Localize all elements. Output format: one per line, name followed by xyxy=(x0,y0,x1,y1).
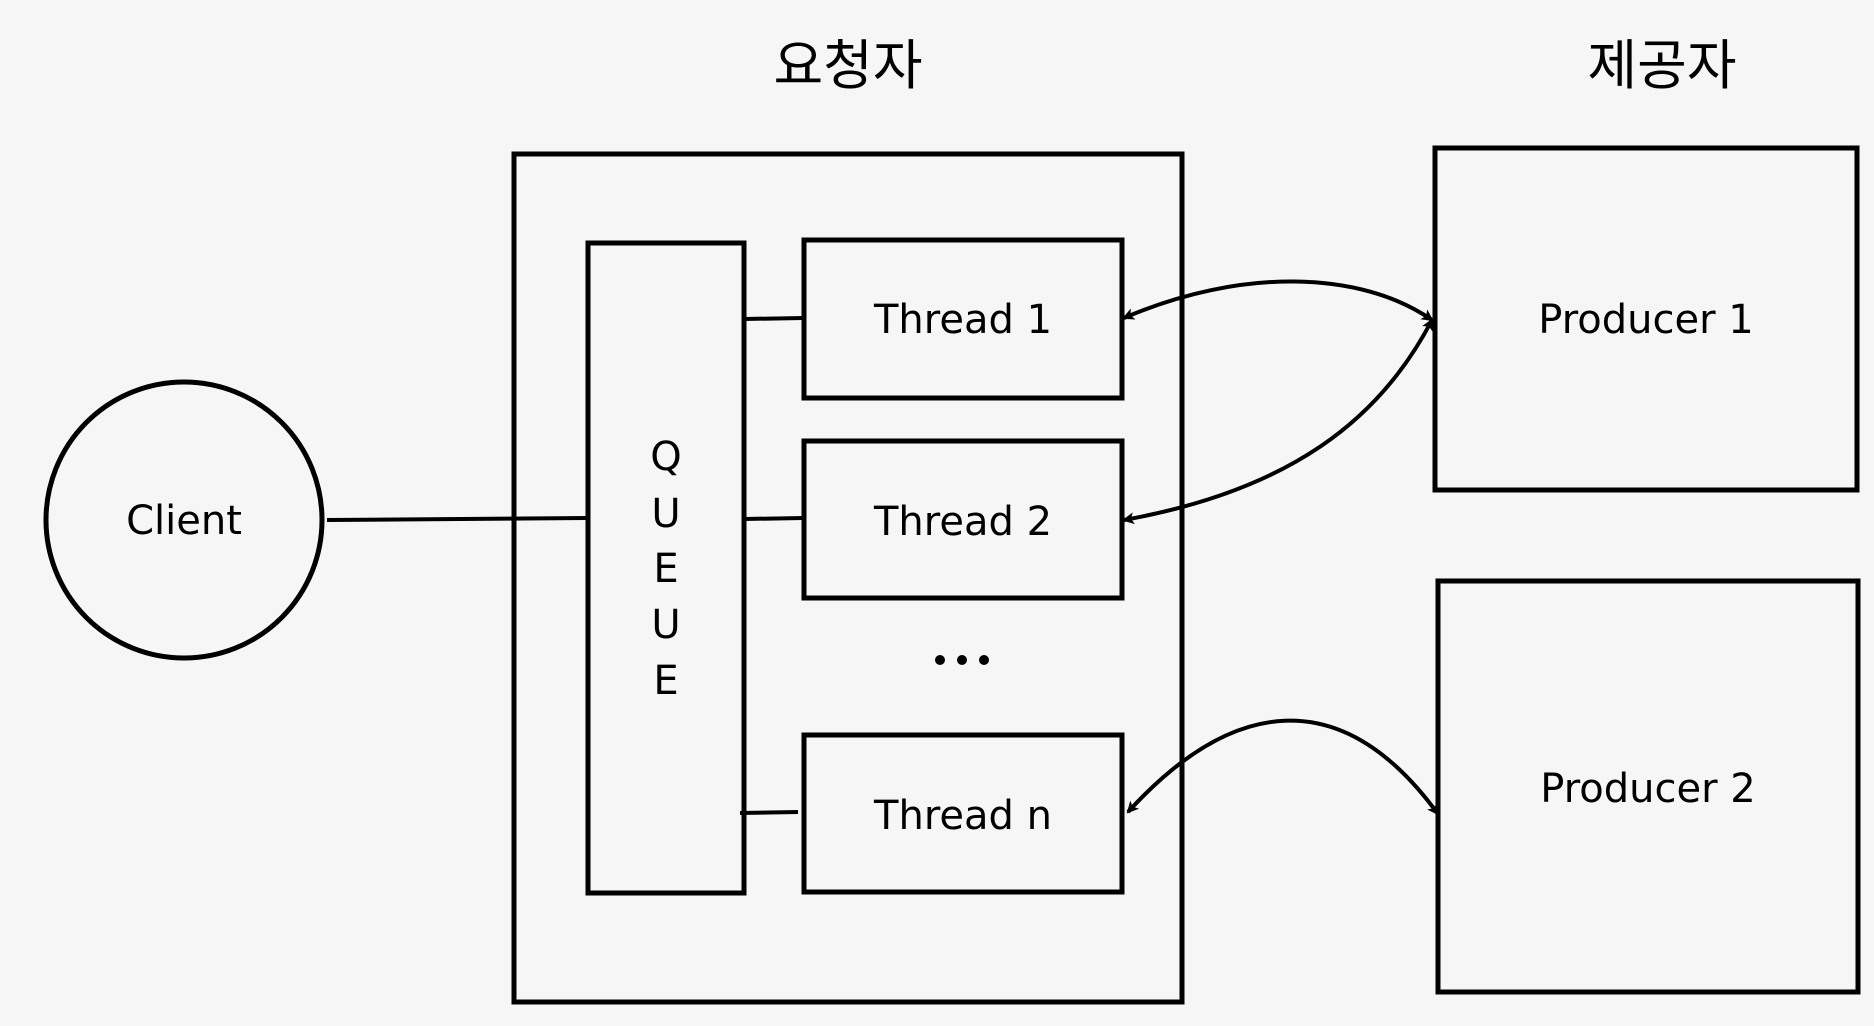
requester-container xyxy=(511,151,1185,1005)
thread-2-producer-1-arrow xyxy=(1122,318,1434,525)
client-queue-connector xyxy=(326,516,589,522)
queue-letter: E xyxy=(653,658,678,704)
queue-thread-2-connector xyxy=(743,516,805,521)
thread-1-producer-1-arrow xyxy=(1122,279,1434,322)
provider-header: 제공자 xyxy=(1587,34,1736,97)
thread-n-label: Thread n xyxy=(873,793,1052,839)
producer-1-box xyxy=(1432,145,1860,493)
producer-1-label: Producer 1 xyxy=(1538,297,1753,343)
queue-letter: Q xyxy=(650,434,681,480)
queue-letter: U xyxy=(651,602,680,648)
thread-1-label: Thread 1 xyxy=(873,297,1052,343)
thread-n-producer-2-arrow xyxy=(1126,718,1440,816)
producer-2-label: Producer 2 xyxy=(1540,766,1755,812)
ellipsis-dot xyxy=(957,655,967,665)
ellipsis-dot xyxy=(979,655,989,665)
queue-box xyxy=(585,240,747,896)
client-node xyxy=(43,379,325,661)
client-label: Client xyxy=(126,498,242,544)
thread-2-label: Thread 2 xyxy=(873,499,1052,545)
queue-thread-1-connector xyxy=(743,316,805,321)
queue-letter: U xyxy=(651,491,680,537)
queue-thread-n-connector xyxy=(739,810,799,815)
ellipsis-dot xyxy=(935,655,945,665)
queue-letter: E xyxy=(653,546,678,592)
thread-n-box xyxy=(801,732,1125,895)
requester-header: 요청자 xyxy=(773,34,922,97)
producer-2-box xyxy=(1435,578,1861,995)
